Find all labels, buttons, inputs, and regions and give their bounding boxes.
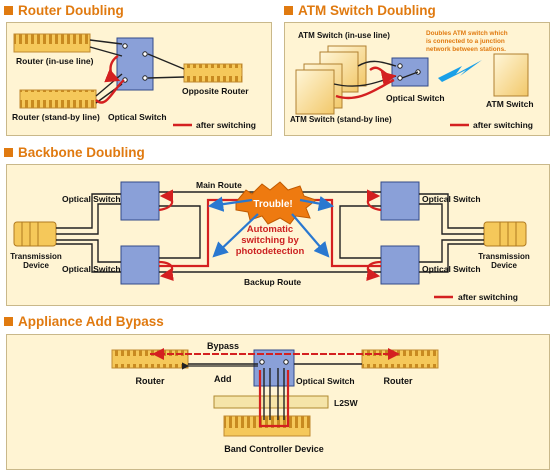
auto-switch-line3: photodetection	[236, 246, 305, 257]
transmission-left-label2: Device	[23, 261, 49, 270]
transmission-right-label1: Transmission	[478, 252, 530, 261]
opposite-router-device	[183, 63, 243, 83]
transmission-device-left	[13, 221, 57, 247]
atm-optical-switch-box	[391, 57, 429, 87]
add-label: Add	[214, 374, 232, 384]
atm-note-line1: Doubles ATM switch which	[426, 30, 508, 37]
auto-switch-line1: Automatic	[247, 224, 293, 235]
atm-standby-label: ATM Switch (stand-by line)	[290, 115, 392, 124]
router-in-use-label: Router (in-use line)	[16, 56, 94, 66]
bypass-router-left	[111, 349, 189, 369]
l2sw-label: L2SW	[334, 398, 359, 408]
backbone-switch-bl-label: Optical Switch	[62, 264, 121, 274]
backbone-switch-bl	[120, 245, 160, 285]
atm-switch-label: ATM Switch	[486, 99, 534, 109]
backup-route-label: Backup Route	[244, 277, 301, 287]
backbone-switch-tr-label: Optical Switch	[422, 194, 481, 204]
backbone-switch-tl-label: Optical Switch	[62, 194, 121, 204]
opposite-router-label: Opposite Router	[182, 86, 249, 96]
atm-doubling-diagram	[295, 45, 529, 127]
wireless-link-icon	[438, 60, 482, 82]
section-bullet-icon	[4, 317, 13, 326]
atm-note-line2: is connected to a junction	[426, 38, 505, 45]
transmission-left-label1: Transmission	[10, 252, 62, 261]
router-right-label: Router	[384, 376, 413, 386]
transmission-device-right	[483, 221, 527, 247]
atm-legend-label: after switching	[473, 120, 533, 130]
router-standby-device	[19, 89, 97, 109]
backbone-diagram	[13, 181, 527, 299]
router-left-label: Router	[136, 376, 165, 386]
bypass-router-right	[361, 349, 439, 369]
atm-optical-switch-label: Optical Switch	[386, 93, 445, 103]
atm-switch-device	[493, 53, 529, 97]
legend-label: after switching	[196, 120, 256, 130]
section-bullet-icon	[4, 6, 13, 15]
router-doubling-diagram	[13, 33, 243, 127]
band-controller-label: Band Controller Device	[224, 444, 324, 454]
router-standby-label: Router (stand-by line)	[12, 112, 100, 122]
backbone-doubling-title: Backbone Doubling	[4, 145, 145, 160]
section-bullet-icon	[284, 6, 293, 15]
bypass-label: Bypass	[207, 341, 239, 351]
atm-note-line3: network between stations.	[426, 46, 506, 53]
appliance-add-bypass-title: Appliance Add Bypass	[4, 314, 164, 329]
bypass-diagram	[111, 348, 439, 437]
transmission-right-label2: Device	[491, 261, 517, 270]
main-route-label: Main Route	[196, 180, 242, 190]
backbone-switch-br	[380, 245, 420, 285]
l2sw-device	[213, 395, 329, 409]
router-doubling-title: Router Doubling	[4, 3, 124, 18]
backbone-switch-tr	[380, 181, 420, 221]
router-in-use-device	[13, 33, 91, 53]
bypass-optical-switch-label: Optical Switch	[296, 376, 355, 386]
auto-switch-line2: switching by	[241, 235, 299, 246]
trouble-label: Trouble!	[253, 199, 292, 210]
backbone-legend-label: after switching	[458, 292, 518, 302]
optical-switch-label: Optical Switch	[108, 112, 167, 122]
backbone-switch-tl	[120, 181, 160, 221]
section-bullet-icon	[4, 148, 13, 157]
atm-switch-doubling-title: ATM Switch Doubling	[284, 3, 436, 18]
backbone-switch-br-label: Optical Switch	[422, 264, 481, 274]
atm-in-use-label: ATM Switch (in-use line)	[298, 31, 390, 40]
